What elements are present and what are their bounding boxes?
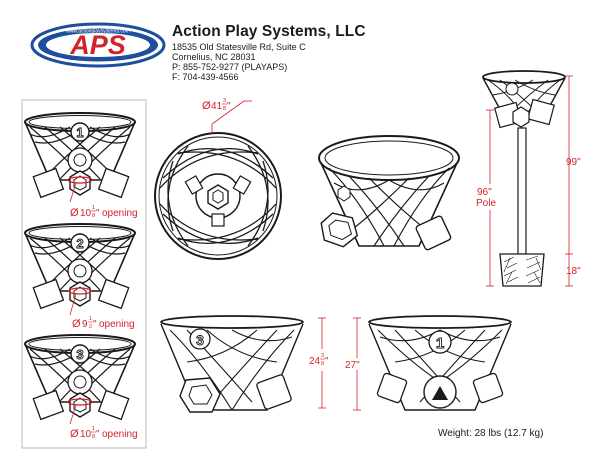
svg-text:1: 1 [89, 316, 92, 322]
footing-depth-label: 18" [566, 266, 581, 277]
pole-word-label: Pole [476, 198, 496, 209]
perspective-basket [318, 135, 460, 251]
svg-text:8: 8 [223, 106, 226, 112]
svg-text:1: 1 [92, 205, 95, 211]
logo-text: APS [69, 30, 126, 60]
svg-text:opening: opening [102, 429, 138, 440]
rim-diameter-label: Ø 41 3 8 " [202, 98, 231, 112]
svg-text:Ø: Ø [70, 207, 79, 219]
front-view-left: 3 [160, 315, 304, 413]
svg-text:": " [227, 101, 231, 112]
basket-height-label: 24 3 8 " [308, 349, 330, 371]
front-view-right: 1 [368, 315, 512, 411]
company-fax: F: 704-439-4566 [172, 72, 239, 82]
front-view-number-right: 1 [436, 335, 444, 352]
opening-label-2: Ø 9 1 2 " opening [72, 316, 135, 330]
svg-text:1: 1 [92, 426, 95, 432]
weight-label: Weight: 28 lbs (12.7 kg) [438, 428, 544, 439]
svg-text:3: 3 [321, 353, 324, 359]
svg-text:10: 10 [80, 429, 92, 440]
variant-basket-2: 2 [24, 223, 136, 316]
svg-text:8: 8 [321, 361, 324, 367]
svg-text:Ø: Ø [70, 428, 79, 440]
variants-panel-border [21, 99, 147, 449]
opening-label-3: Ø 10 1 8 " opening [70, 426, 138, 440]
svg-text:9: 9 [82, 319, 88, 330]
front-view-number: 3 [196, 332, 204, 348]
svg-text:": " [96, 208, 100, 219]
company-address-line2: Cornelius, NC 28031 [172, 52, 256, 62]
variant-number: 3 [76, 347, 83, 362]
opening-label-1: Ø 10 1 8 " opening [70, 205, 138, 219]
total-height-label: 99" [566, 157, 581, 168]
svg-text:Ø: Ø [202, 100, 211, 112]
logo-url: www.actionplaysystems.com [66, 28, 130, 34]
svg-text:Ø: Ø [72, 318, 81, 330]
opening-labels: Ø 10 1 8 " opening Ø 9 1 2 " opening Ø 1… [70, 205, 138, 440]
svg-text:10: 10 [80, 208, 92, 219]
svg-text:24: 24 [309, 356, 321, 367]
variant-number: 1 [76, 125, 83, 140]
basket-height-alt-label: 27" [345, 360, 360, 371]
svg-text:": " [325, 356, 329, 367]
variant-basket-1: 1 [24, 112, 136, 203]
pole-length-label: 96" [477, 187, 492, 198]
svg-text:3: 3 [223, 98, 226, 104]
svg-text:": " [96, 429, 100, 440]
company-name: Action Play Systems, LLC [172, 23, 366, 40]
top-view-basket [154, 132, 282, 260]
company-phone: P: 855-752-9277 (PLAYAPS) [172, 62, 288, 72]
aps-logo: APS www.actionplaysystems.com [30, 22, 166, 68]
svg-text:41: 41 [211, 101, 223, 112]
company-address-line1: 18535 Old Statesville Rd, Suite C [172, 42, 306, 52]
variant-basket-3: 3 [24, 334, 136, 425]
svg-text:": " [93, 319, 97, 330]
pole-elevation: 99" 18" 96" Pole [474, 70, 581, 287]
svg-text:8: 8 [92, 434, 95, 440]
variant-number: 2 [76, 236, 83, 251]
svg-text:opening: opening [102, 208, 138, 219]
svg-text:8: 8 [92, 213, 95, 219]
svg-text:opening: opening [99, 319, 135, 330]
svg-text:2: 2 [89, 324, 92, 330]
